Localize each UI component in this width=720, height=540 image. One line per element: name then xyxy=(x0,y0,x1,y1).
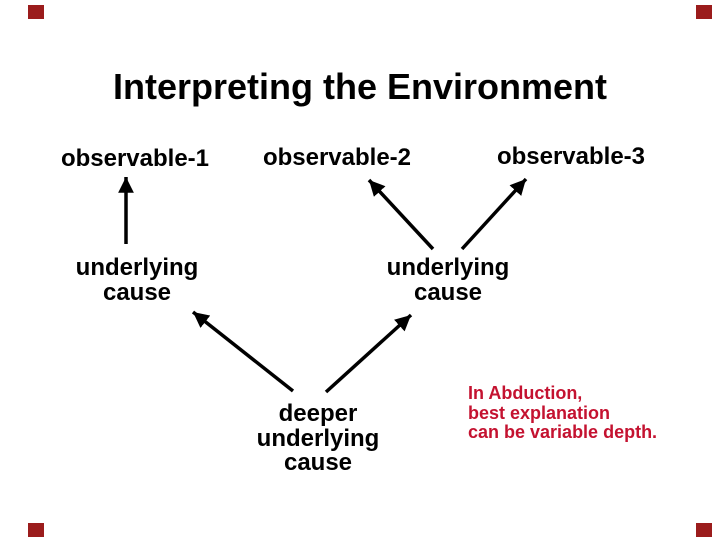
arrow-deeper-to-cause-right xyxy=(324,313,413,394)
slide-title: Interpreting the Environment xyxy=(112,66,608,107)
corner-marker-top-left xyxy=(28,5,44,19)
abduction-annotation: In Abduction, best explanation can be va… xyxy=(468,383,688,443)
node-underlying-cause-right: underlying cause xyxy=(386,254,510,306)
arrow-cause-right-to-observable-3 xyxy=(460,177,528,251)
arrow-deeper-to-cause-left xyxy=(191,310,295,393)
corner-marker-bottom-left xyxy=(28,523,44,537)
node-deeper-underlying-cause: deeper underlying cause xyxy=(256,400,380,476)
node-observable-3: observable-3 xyxy=(496,143,646,170)
node-observable-1: observable-1 xyxy=(60,145,210,172)
abduction-annotation-line2: best explanation xyxy=(468,402,611,423)
corner-marker-top-right xyxy=(696,5,712,19)
corner-marker-bottom-right xyxy=(696,523,712,537)
abduction-annotation-line1: In Abduction, xyxy=(468,383,583,403)
node-underlying-cause-left: underlying cause xyxy=(75,254,199,306)
node-observable-2: observable-2 xyxy=(262,144,412,171)
abduction-annotation-line3: can be variable depth. xyxy=(468,422,658,443)
arrow-cause-right-to-observable-2 xyxy=(367,178,435,251)
